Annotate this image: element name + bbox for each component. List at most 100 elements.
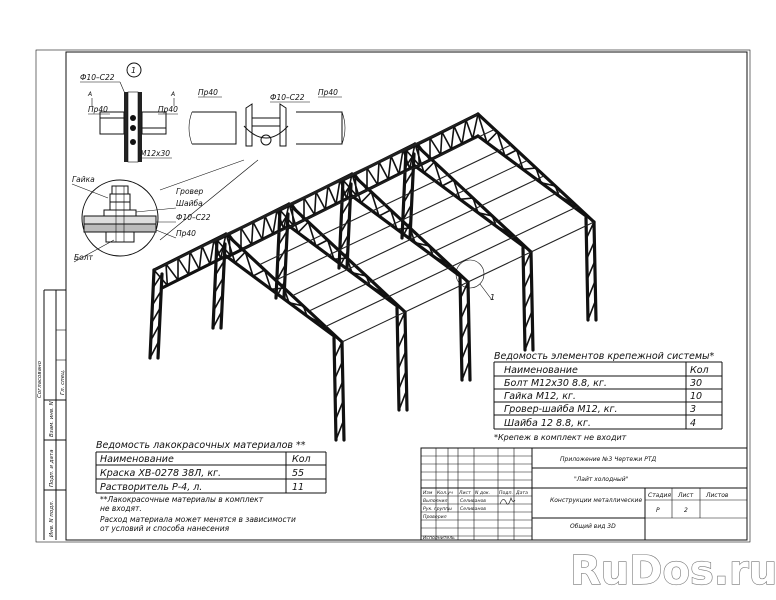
column-web [586,241,596,260]
truss-web [327,185,337,205]
truss-web [402,149,411,169]
truss-web [261,215,266,240]
truss-web [378,161,390,180]
frame-column [584,216,590,322]
tb-row-vypolnil: Выполнил [423,498,448,504]
frame-column [529,250,535,352]
roof-purlin [434,220,499,252]
roof-chord [476,134,588,218]
truss-web [461,119,467,145]
roof-purlin [467,251,532,283]
paint-col-qty: Кол [292,454,311,465]
truss-web [428,245,434,257]
tb-sheet-subject: Конструкции металлические [550,497,642,504]
truss-web [244,251,254,277]
column-web [334,380,344,400]
truss-web [198,245,203,270]
tb-sheet-no: 2 [684,507,688,514]
column-web [396,311,406,329]
roof-purlin [258,234,323,266]
truss-web [554,185,560,197]
column-web [397,350,407,370]
tb-hdr-stadiya: Стадия [648,492,671,499]
truss-web [447,263,452,270]
column-web [150,324,161,341]
fastener-row-4-name: Шайба 12 8.8, кг. [504,418,591,429]
roof-purlin [530,221,595,253]
truss-web [302,305,308,317]
truss-web [365,275,371,287]
frame-column [395,306,401,412]
nut-label: Гайка [72,175,95,184]
frame-column [403,310,409,412]
top-profile-right: Пр40 [318,88,338,97]
stamp-soglasovano: Согласовано [37,360,43,398]
truss-web [209,239,215,265]
truss-web [234,251,246,264]
truss-web [324,185,329,210]
section-mark-right: А [170,91,175,98]
watermark-text: RuDos.ru [570,548,776,594]
roof-purlin [225,203,290,235]
column-web [213,294,224,311]
column-web [214,260,225,276]
inner-frame [65,51,748,541]
fastener-row-1-qty: 30 [690,378,702,389]
truss-web [540,181,556,187]
frame-column [340,340,346,442]
column-web [524,330,534,351]
truss-web [414,143,425,173]
fastener-note: *Крепеж в комплект не входит [494,433,627,442]
truss-web [486,131,498,144]
roof-purlin [497,190,562,222]
roof-purlin [414,113,479,145]
truss-web [351,271,367,277]
roof-purlin [351,143,416,175]
roof-purlin [305,188,369,220]
column-web [149,340,160,359]
stamp-inv-podl: Инв. N подл. [49,500,55,537]
fastener-col-name: Наименование [504,365,578,376]
column-web [585,221,595,239]
truss-web [303,197,316,216]
roof-purlin [338,219,402,251]
truss-web [573,203,578,210]
truss-web [333,257,348,261]
truss-web [306,315,324,325]
truss-web [576,208,595,223]
tb-stage: Р [656,507,660,514]
truss-web [165,263,169,286]
truss-web [189,251,201,270]
watermark: RuDos.ru [569,547,776,594]
column-web [523,271,533,290]
detail-callout-number: 1 [131,66,136,75]
tb-row-ruk: Рук. группы [423,506,452,512]
washer-label-1: Гровер [176,187,204,196]
column-web [276,247,288,264]
paint-table: Ведомость лакокрасочных материалов ** На… [95,440,327,533]
truss-web [441,179,455,187]
tb-hdr-koluch: Кол.уч [437,490,453,496]
tb-name-2: Селиванов [460,506,486,512]
column-web [339,234,350,251]
profile-label-3: Пр40 [176,229,196,238]
truss-web [276,209,285,229]
truss-web [453,125,463,145]
paint-row-2-qty: 11 [292,482,304,493]
column-web [334,361,344,380]
paint-row-1-qty: 55 [292,468,304,479]
column-web [150,307,162,324]
roof-purlin [368,158,432,190]
truss-web [465,119,474,139]
roof-purlin [431,128,495,160]
roof-purlin [418,205,482,237]
bolt-label-2: Болт [74,253,94,262]
truss-web [219,233,227,259]
fastener-row-2-qty: 10 [690,391,702,402]
washer-label-2: Шайба [176,199,203,208]
truss-web [496,131,506,157]
stamp-podp-data: Подп. и дата [49,449,55,487]
fastener-row-3-name: Гровер-шайба М12, кг. [504,404,618,415]
column-web [398,390,408,411]
